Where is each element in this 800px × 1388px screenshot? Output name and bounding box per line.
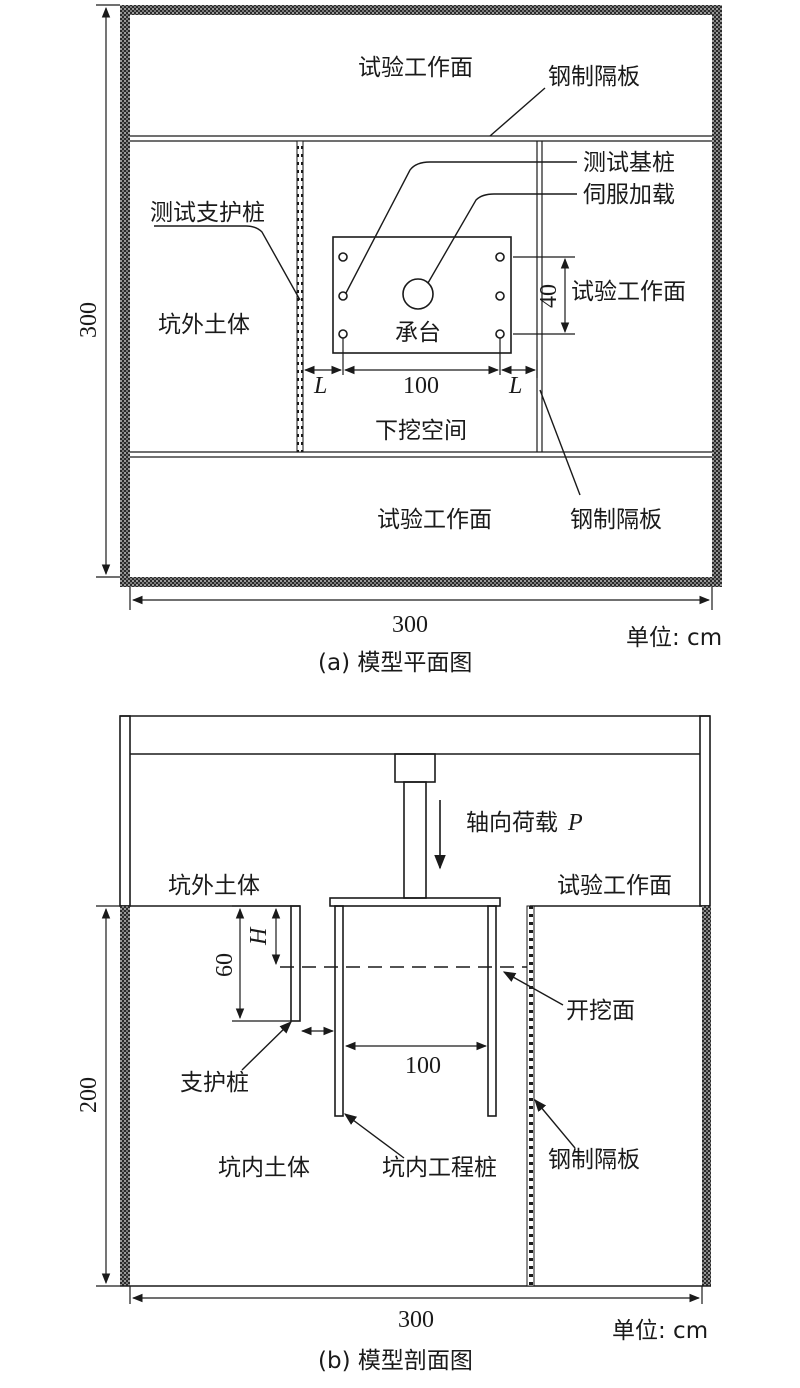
dim-40 xyxy=(513,256,575,335)
leader-bottom-plate xyxy=(539,389,581,496)
section-support-pile xyxy=(290,905,301,1022)
plan-wall-left xyxy=(120,5,130,587)
section-axial-load-symbol: P xyxy=(567,810,583,836)
pile-dot xyxy=(495,329,505,339)
plan-caption: (a) 模型平面图 xyxy=(318,650,472,676)
leader-support-pile xyxy=(154,225,301,301)
plan-dim-40-label: 40 xyxy=(536,284,562,308)
plan-top-plate-label: 钢制隔板 xyxy=(548,64,640,90)
plan-pile-cap xyxy=(332,236,512,354)
plan-right-face-label: 试验工作面 xyxy=(571,279,686,305)
section-steel-plate-label: 钢制隔板 xyxy=(548,1147,640,1173)
plan-servo-jack xyxy=(402,278,434,310)
dim-h-60 xyxy=(232,905,291,1022)
pile-dot xyxy=(338,329,348,339)
section-dim-200-label: 200 xyxy=(76,1077,102,1113)
plan-wall-right xyxy=(712,5,722,587)
plan-dim-300-v-label: 300 xyxy=(76,302,102,338)
section-dim-300-label: 300 xyxy=(398,1307,434,1333)
pile-dot xyxy=(495,252,505,262)
plan-wall-bottom xyxy=(120,577,722,587)
plan-outside-soil-label: 坑外土体 xyxy=(158,312,250,338)
plan-unit-label: 单位: cm xyxy=(626,625,722,651)
section-dim-60-label: 60 xyxy=(212,953,238,977)
pile-dot xyxy=(495,291,505,301)
plan-excavation-label: 下挖空间 xyxy=(375,418,467,444)
plan-dim-300-h-label: 300 xyxy=(392,612,428,638)
leader-steel-plate-section xyxy=(534,1099,576,1149)
pile-dot xyxy=(338,252,348,262)
dim-200-vertical xyxy=(96,905,120,1287)
dim-l-100-l xyxy=(302,338,538,378)
section-axial-load-label: 轴向荷载 xyxy=(466,810,558,836)
plan-support-pile xyxy=(296,140,304,453)
leader-test-pile xyxy=(345,161,577,294)
dim-300-vertical xyxy=(96,4,120,578)
leader-servo xyxy=(427,193,577,284)
plan-test-pile-label: 测试基桩 xyxy=(583,150,675,176)
leader-top-plate xyxy=(489,87,546,137)
plan-steel-plate-right xyxy=(536,141,543,452)
section-outside-soil-label: 坑外土体 xyxy=(168,873,260,899)
section-dim-100-label: 100 xyxy=(405,1053,441,1079)
section-actuator xyxy=(394,753,436,899)
leader-eng-pile xyxy=(343,1113,405,1159)
section-wall-right xyxy=(702,906,711,1286)
pile-dot xyxy=(338,291,348,301)
section-steel-plate xyxy=(526,905,535,1287)
section-inside-soil-label: 坑内土体 xyxy=(218,1155,310,1181)
section-unit-label: 单位: cm xyxy=(612,1318,708,1344)
plan-wall-top xyxy=(120,5,722,15)
plan-cap-label: 承台 xyxy=(395,320,441,346)
leader-support-pile-section xyxy=(241,1021,292,1071)
plan-dim-l-right-label: L xyxy=(508,373,522,399)
plan-steel-plate-bottom xyxy=(130,451,712,458)
section-dim-h-label: H xyxy=(246,926,272,946)
plan-support-pile-label: 测试支护桩 xyxy=(150,200,265,226)
section-right-face-label: 试验工作面 xyxy=(557,873,672,899)
leader-excavation-face xyxy=(502,971,564,1006)
section-excavation-face-label: 开挖面 xyxy=(566,998,635,1024)
section-pile-cap xyxy=(329,897,501,907)
plan-view: 试验工作面 钢制隔板 测试基桩 伺服加载 测试支护桩 坑外土体 试验工作面 承台… xyxy=(76,4,722,676)
plan-bottom-plate-label: 钢制隔板 xyxy=(570,507,662,533)
dim-300-section xyxy=(129,1286,703,1304)
dim-300-horizontal xyxy=(129,587,713,610)
plan-dim-100-label: 100 xyxy=(403,373,439,399)
plan-top-face-label: 试验工作面 xyxy=(358,55,473,81)
section-wall-left xyxy=(120,906,130,1286)
plan-dim-l-left-label: L xyxy=(313,373,327,399)
plan-servo-label: 伺服加载 xyxy=(583,182,675,208)
section-eng-pile-label: 坑内工程桩 xyxy=(382,1155,497,1181)
section-view: 轴向荷载 P 坑外土体 试验工作面 H 60 开挖面 100 支护桩 200 坑… xyxy=(76,715,711,1374)
section-support-pile-label: 支护桩 xyxy=(180,1070,249,1096)
plan-steel-plate-top xyxy=(130,135,712,142)
section-pile-left xyxy=(334,905,344,1117)
plan-bottom-face-label: 试验工作面 xyxy=(377,507,492,533)
section-caption: (b) 模型剖面图 xyxy=(318,1348,473,1374)
section-pile-right xyxy=(487,905,497,1117)
